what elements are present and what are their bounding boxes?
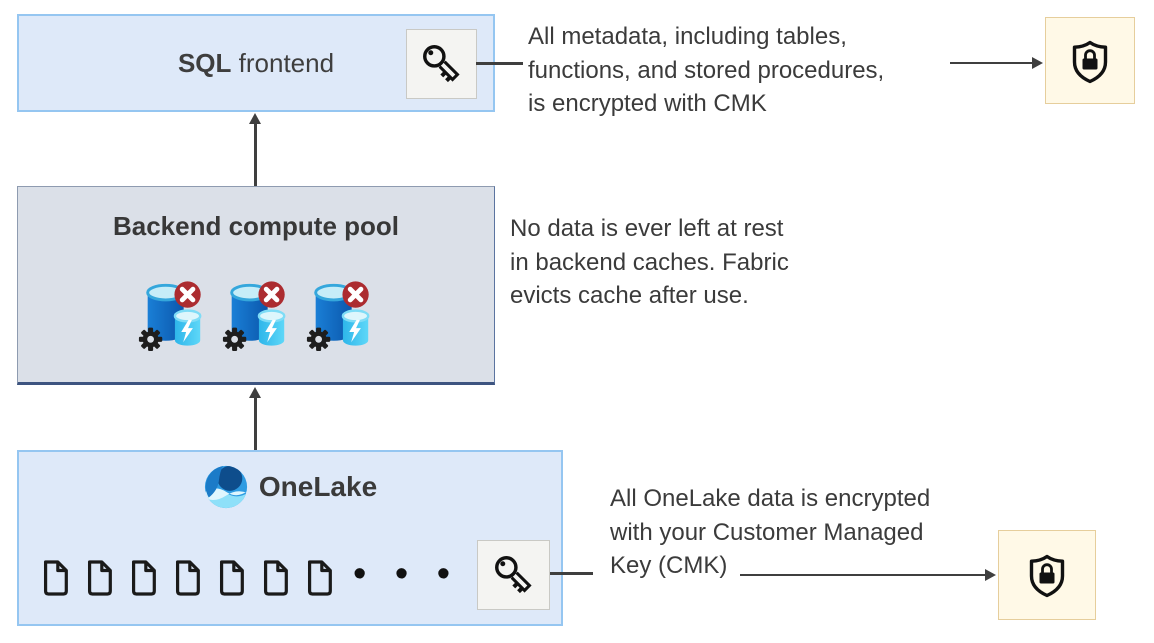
onelake-line-3: Key (CMK) xyxy=(610,552,728,579)
cmk-shield-tile-bottom xyxy=(998,530,1096,620)
backend-pool-icons xyxy=(18,276,494,354)
key-icon xyxy=(419,41,465,87)
connector-onelakekey-to-text xyxy=(550,572,593,575)
document-icon xyxy=(171,558,203,598)
document-icon xyxy=(83,558,115,598)
ellipsis-dots: • • • xyxy=(353,553,460,595)
cmk-shield-tile-top xyxy=(1045,17,1135,104)
shield-lock-icon xyxy=(1066,37,1114,85)
arrow-text-to-shield-bottom xyxy=(740,568,996,582)
arrow-head-right xyxy=(985,568,996,581)
document-icon xyxy=(127,558,159,598)
onelake-line-1: All OneLake data is encrypted xyxy=(610,485,931,512)
metadata-line-2: functions, and stored procedures, xyxy=(528,56,885,84)
database-compute-x-icon xyxy=(304,276,376,354)
metadata-annotation: All metadata, including tables, function… xyxy=(528,20,884,121)
onelake-annotation: All OneLake data is encrypted with your … xyxy=(610,482,930,583)
connector-sqlkey-to-text xyxy=(476,62,523,65)
arrow-pool-to-sql xyxy=(249,113,262,186)
onelake-logo xyxy=(203,464,249,510)
onelake-line-2: with your Customer Managed xyxy=(610,518,924,546)
metadata-line-1: All metadata, including tables, xyxy=(528,23,847,50)
arrow-head-up xyxy=(249,113,261,124)
cache-line-2: in backend caches. Fabric xyxy=(510,248,789,276)
database-compute-x-icon xyxy=(136,276,208,354)
shield-lock-icon xyxy=(1023,551,1071,599)
cache-annotation: No data is ever left at rest in backend … xyxy=(510,212,789,313)
onelake-key-tile xyxy=(477,540,550,610)
document-icon xyxy=(259,558,291,598)
backend-compute-pool-box: Backend compute pool xyxy=(17,186,495,385)
arrow-onelake-to-pool xyxy=(249,387,262,450)
key-icon xyxy=(491,552,537,598)
document-icon xyxy=(303,558,335,598)
onelake-documents-row: • • • xyxy=(39,554,507,602)
onelake-title: OneLake xyxy=(258,471,378,502)
metadata-line-3: is encrypted with CMK xyxy=(528,90,767,117)
sql-frontend-title-regular: frontend xyxy=(238,47,335,78)
cache-line-1: No data is ever left at rest xyxy=(510,215,784,242)
sql-key-tile xyxy=(406,29,477,99)
cache-line-3: evicts cache after use. xyxy=(510,282,749,309)
document-icon xyxy=(39,558,71,598)
arrow-head-up xyxy=(249,387,261,398)
onelake-box: OneLake • • • xyxy=(17,450,563,626)
backend-pool-title: Backend compute pool xyxy=(112,211,400,241)
arrow-text-to-shield-top xyxy=(950,56,1043,70)
arrow-head-right xyxy=(1032,56,1043,69)
onelake-header: OneLake xyxy=(19,464,561,510)
sql-frontend-title-bold: SQL xyxy=(177,47,232,78)
database-compute-x-icon xyxy=(220,276,292,354)
document-icon xyxy=(215,558,247,598)
